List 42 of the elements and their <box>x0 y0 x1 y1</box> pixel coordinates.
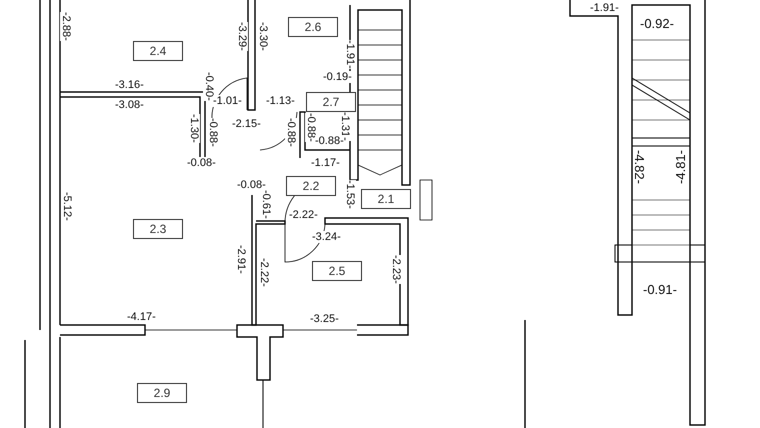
dimension-label: -1.17- <box>311 157 340 169</box>
room-number: 2.3 <box>133 219 183 239</box>
room-number: 2.4 <box>133 41 183 61</box>
room-number: 2.2 <box>286 176 336 196</box>
dimension-label: -1.30- <box>188 114 200 143</box>
dimension-label: -2.22- <box>289 209 318 221</box>
dimension-label: -0.08- <box>187 157 216 169</box>
dimension-label: -0.61- <box>260 190 272 219</box>
dimension-label: -2.91- <box>235 245 247 274</box>
dimension-label: -0.92- <box>640 18 674 30</box>
dimension-label: -0.88- <box>305 113 317 142</box>
room-number: 2.5 <box>312 261 362 281</box>
dimension-label: -1.13- <box>266 95 295 107</box>
dimension-label: -0.40- <box>203 72 215 101</box>
dimension-label: -1.01- <box>213 95 242 107</box>
dimension-label: -1.53- <box>344 180 356 209</box>
dimension-label: -0.91- <box>643 284 677 296</box>
dimension-label: -0.08- <box>237 179 266 191</box>
dimension-label: -3.29- <box>236 22 248 51</box>
dimension-label: -3.08- <box>115 99 144 111</box>
dimension-label: -2.22- <box>258 258 270 287</box>
dimension-label: -2.23- <box>390 255 402 284</box>
dimension-label: -2.15- <box>232 118 261 130</box>
room-number: 2.9 <box>137 383 187 403</box>
dimension-label: -4.17- <box>127 311 156 323</box>
dimension-label: -3.30- <box>257 22 269 51</box>
dimension-label: -1.91- <box>344 40 356 69</box>
dimension-label: -1.91- <box>590 2 619 14</box>
dimension-label: -2.88- <box>60 12 72 41</box>
dimension-label: -3.25- <box>310 313 339 325</box>
room-number: 2.1 <box>361 189 411 209</box>
dimension-label: -4.81- <box>675 150 687 184</box>
dimension-label: -4.82- <box>633 150 645 184</box>
dimension-label: -3.16- <box>115 79 144 91</box>
dimension-label: -0.88- <box>207 118 219 147</box>
dimension-label: -0.19- <box>323 71 352 83</box>
dimension-label: -5.12- <box>61 192 73 221</box>
room-number: 2.7 <box>306 92 356 112</box>
dimension-label: -0.88- <box>285 118 297 147</box>
room-number: 2.6 <box>288 17 338 37</box>
dimension-label: -3.24- <box>312 231 341 243</box>
dimension-label: -0.88- <box>315 135 344 147</box>
